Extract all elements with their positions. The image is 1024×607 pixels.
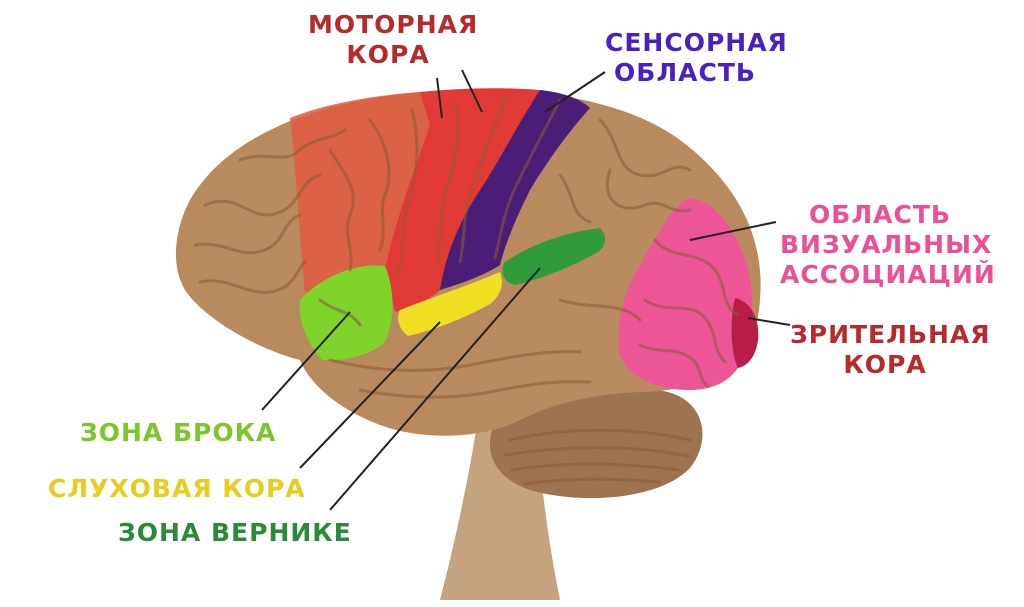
cerebellum-folds — [503, 428, 692, 486]
label-sensory-line-2: ОБЛАСТЬ — [614, 58, 756, 87]
label-sensory-line-1: СЕНСОРНАЯ — [605, 28, 788, 57]
premotor-region — [290, 92, 440, 315]
label-sensory-area: СЕНСОРНАЯ ОБЛАСТЬ — [605, 28, 788, 88]
wernicke-region — [502, 228, 606, 285]
leader-sensory — [544, 71, 606, 113]
leader-broca — [261, 311, 351, 411]
gyri-texture — [193, 96, 740, 399]
leader-lines — [261, 69, 791, 511]
label-wernicke-area: ЗОНА ВЕРНИКЕ — [118, 518, 352, 548]
label-vcortex-line-2: КОРА — [843, 350, 927, 379]
visual-association-region — [618, 198, 752, 390]
leader-wernicke — [329, 267, 541, 511]
leader-visual-cortex — [747, 317, 791, 326]
cerebellum — [489, 386, 703, 499]
auditory-region — [398, 272, 502, 336]
label-motor-line-2: КОРА — [346, 40, 430, 69]
leader-motor-2 — [461, 69, 483, 113]
leader-auditory — [299, 321, 441, 469]
label-vassoc-line-2: ВИЗУАЛЬНЫХ — [780, 230, 993, 259]
leader-visual-assoc — [689, 221, 777, 241]
motor-cortex-region — [385, 88, 540, 312]
label-vassoc-line-1: ОБЛАСТЬ — [809, 200, 951, 229]
label-wernicke-text: ЗОНА ВЕРНИКЕ — [118, 518, 352, 547]
label-visual-association: ОБЛАСТЬ ВИЗУАЛЬНЫХ АССОЦИАЦИЙ — [780, 200, 996, 290]
label-motor-line-1: МОТОРНАЯ — [308, 10, 479, 39]
leader-motor-1 — [436, 77, 443, 119]
label-visual-cortex: ЗРИТЕЛЬНАЯ КОРА — [790, 320, 991, 380]
label-auditory-text: СЛУХОВАЯ КОРА — [48, 474, 306, 503]
label-auditory-cortex: СЛУХОВАЯ КОРА — [48, 474, 306, 504]
label-broca-text: ЗОНА БРОКА — [80, 418, 277, 447]
label-broca-area: ЗОНА БРОКА — [80, 418, 276, 448]
label-motor-cortex: МОТОРНАЯ КОРА — [308, 10, 479, 70]
label-vcortex-line-1: ЗРИТЕЛЬНАЯ — [790, 320, 991, 349]
label-vassoc-line-3: АССОЦИАЦИЙ — [780, 260, 996, 289]
